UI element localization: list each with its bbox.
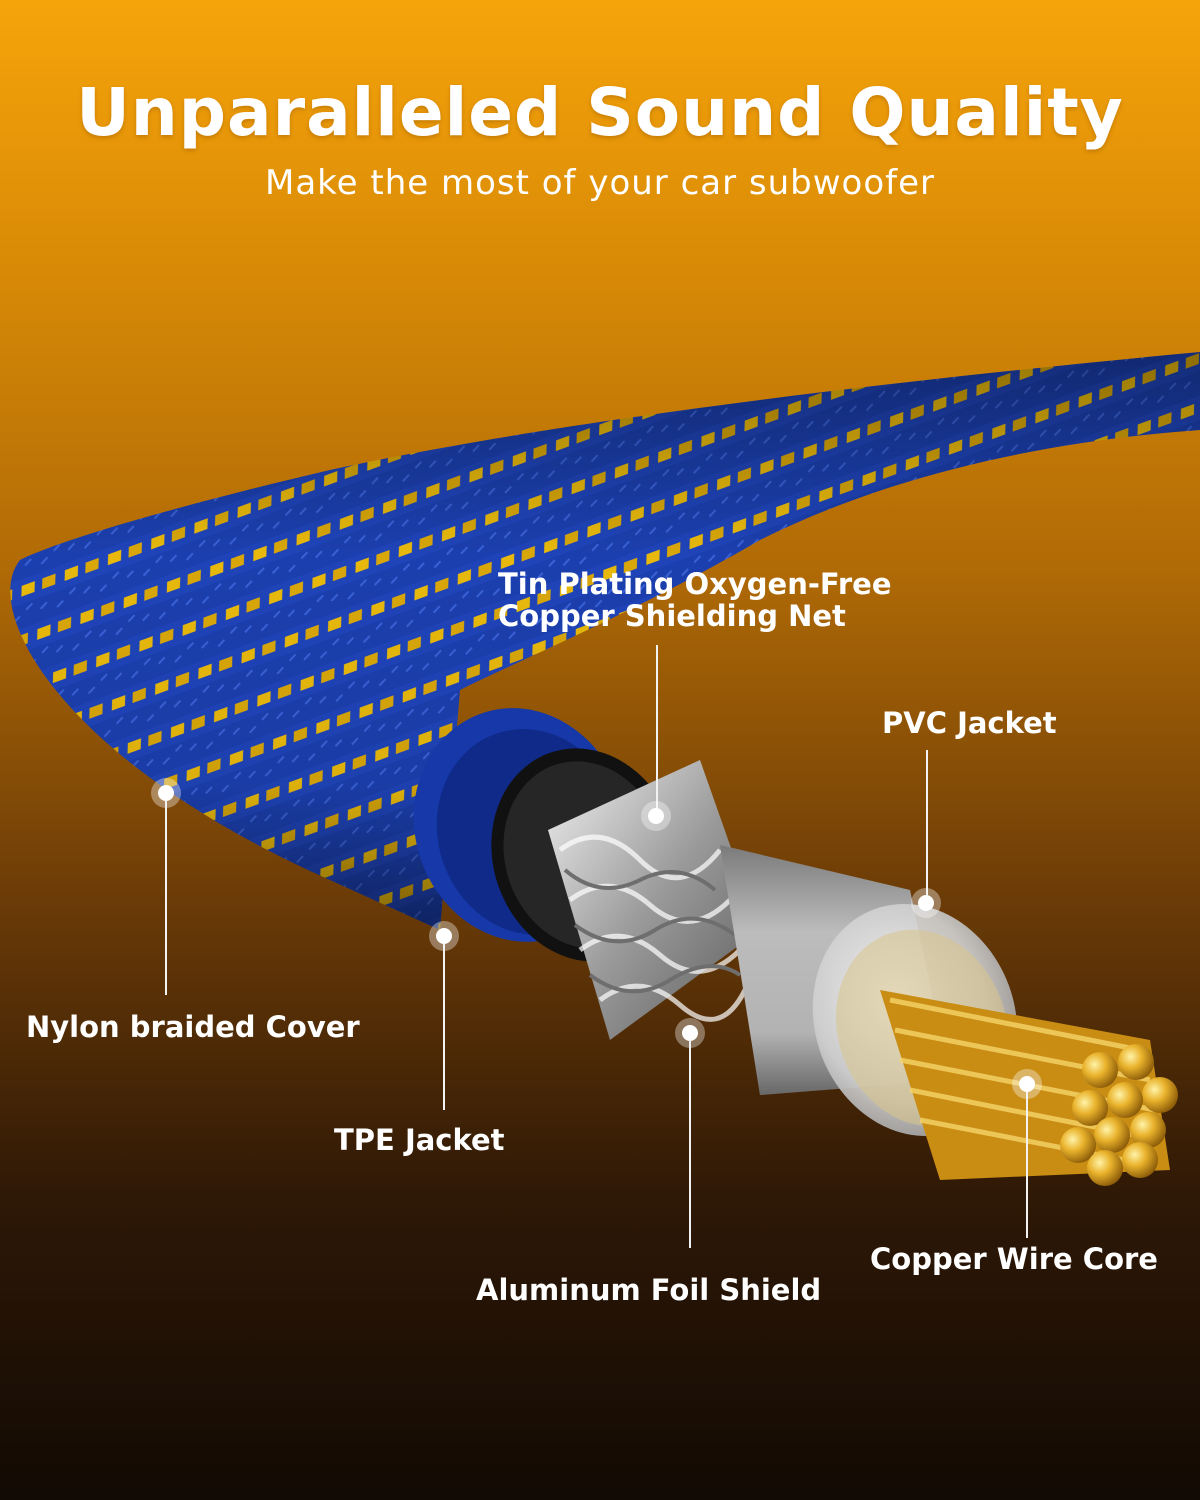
copper-core-leader-line — [1026, 1092, 1028, 1238]
copper-core-marker — [1019, 1076, 1035, 1092]
foil-shield-marker — [682, 1025, 698, 1041]
tpe-jacket-leader-line — [443, 944, 445, 1110]
shielding-net-graphic — [548, 760, 760, 1040]
foil-shield-label: Aluminum Foil Shield — [476, 1273, 822, 1307]
tpe-jacket-label: TPE Jacket — [334, 1123, 505, 1157]
nylon-cover-leader-line — [165, 800, 167, 995]
pvc-jacket-leader-line — [926, 750, 928, 898]
shielding-net-label-line1: Tin Plating Oxygen-Free — [498, 567, 892, 601]
headline: Unparalleled Sound Quality — [76, 74, 1124, 151]
shielding-net-marker — [648, 808, 664, 824]
shielding-net-label-line2: Copper Shielding Net — [498, 599, 846, 633]
pvc-jacket-label: PVC Jacket — [882, 706, 1057, 740]
subheadline: Make the most of your car subwoofer — [264, 163, 936, 203]
shielding-net-leader-line — [656, 645, 658, 815]
nylon-cover-marker — [158, 785, 174, 801]
pvc-jacket-marker — [918, 895, 934, 911]
shielding-net-label: Tin Plating Oxygen-Free Copper Shielding… — [498, 568, 892, 632]
foil-shield-leader-line — [689, 1040, 691, 1248]
copper-core-label: Copper Wire Core — [870, 1242, 1158, 1276]
tpe-jacket-marker — [436, 928, 452, 944]
nylon-cover-label: Nylon braided Cover — [26, 1010, 360, 1044]
